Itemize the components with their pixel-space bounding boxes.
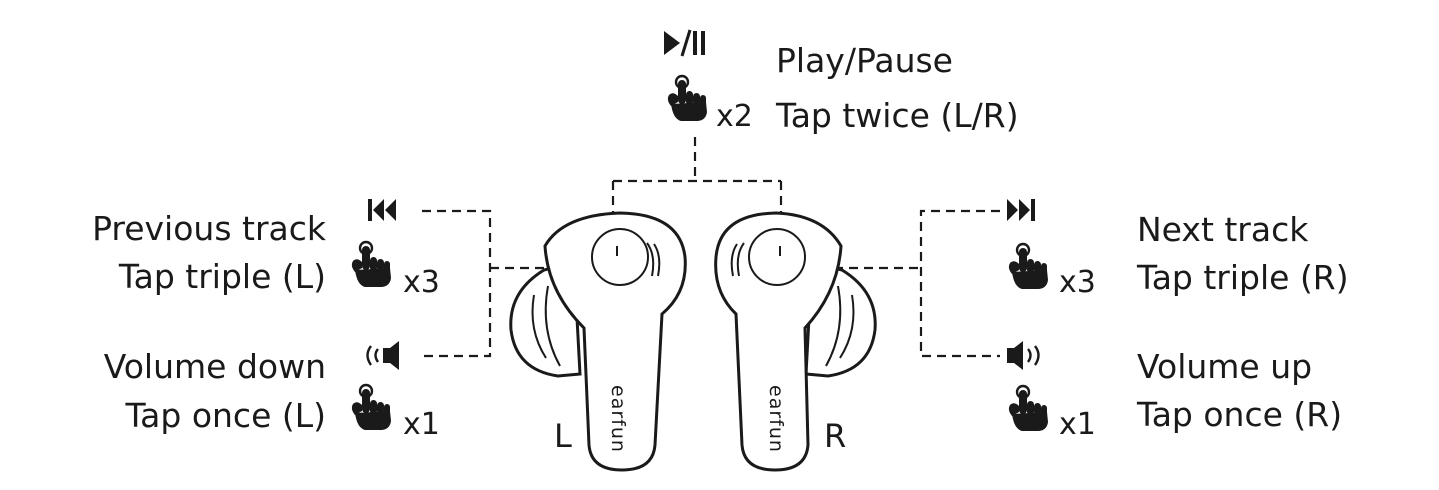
volume-down-title: Volume down xyxy=(104,347,326,386)
tap-hand-icon xyxy=(1007,242,1050,291)
previous-track-icon xyxy=(368,199,396,221)
next-track-title: Next track xyxy=(1137,210,1309,249)
left-touch-area xyxy=(591,228,649,286)
next-track-action: Tap triple (R) xyxy=(1136,258,1349,297)
previous-track-action: Tap triple (L) xyxy=(118,257,326,296)
left-earbud-body xyxy=(543,211,687,472)
volume-down-icon xyxy=(366,341,399,370)
tap-hand-icon xyxy=(350,240,393,289)
volume-down-action: Tap once (L) xyxy=(124,396,326,435)
volume-down-tap-count: x1 xyxy=(403,407,440,442)
left-side-label: L xyxy=(554,417,572,455)
right-earbud-body xyxy=(714,211,843,472)
right-touch-area xyxy=(748,228,806,286)
next-track-tap-count: x3 xyxy=(1059,265,1096,300)
previous-track-control: x3 Previous track Tap triple (L) xyxy=(92,199,440,300)
connector-next-track xyxy=(919,209,1000,358)
volume-up-action: Tap once (R) xyxy=(1136,395,1342,434)
volume-up-icon xyxy=(1007,341,1040,370)
play-pause-title: Play/Pause xyxy=(776,41,953,80)
connector-lines xyxy=(422,137,1000,358)
right-side-label: R xyxy=(824,417,846,455)
connector-play-pause xyxy=(611,137,783,214)
play-pause-action: Tap twice (L/R) xyxy=(775,96,1019,135)
volume-up-control: x1 Volume up Tap once (R) xyxy=(1007,341,1342,442)
tap-hand-icon xyxy=(1007,384,1050,433)
volume-up-tap-count: x1 xyxy=(1059,407,1096,442)
right-earbud: earfun R xyxy=(714,211,877,472)
play-pause-tap-count: x2 xyxy=(716,99,753,134)
tap-hand-icon xyxy=(666,74,709,123)
next-track-control: x3 Next track Tap triple (R) xyxy=(1007,199,1349,300)
play-pause-icon xyxy=(664,29,705,57)
tap-hand-icon xyxy=(350,383,393,432)
left-brand-text: earfun xyxy=(607,385,629,453)
connector-previous-track xyxy=(422,209,492,358)
previous-track-tap-count: x3 xyxy=(403,265,440,300)
left-earbud: earfun L xyxy=(509,211,687,472)
volume-up-title: Volume up xyxy=(1137,347,1312,386)
right-brand-text: earfun xyxy=(765,385,787,453)
play-pause-control: x2 Play/Pause Tap twice (L/R) xyxy=(664,29,1019,135)
volume-down-control: x1 Volume down Tap once (L) xyxy=(104,341,440,442)
previous-track-title: Previous track xyxy=(92,209,327,248)
next-track-icon xyxy=(1007,199,1035,221)
